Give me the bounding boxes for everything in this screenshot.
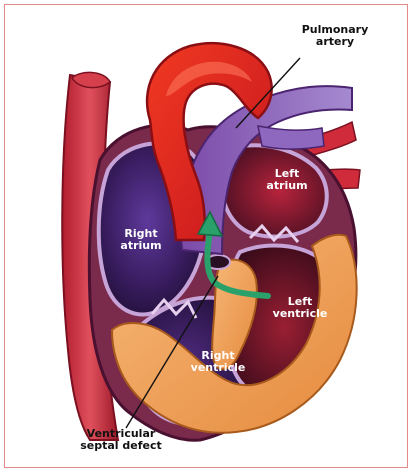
label-right-ventricle: Right ventricle — [178, 350, 258, 374]
label-pulmonary-artery: Pulmonary artery — [290, 24, 380, 48]
pulmonary-artery-branch — [258, 126, 324, 149]
label-left-atrium: Left atrium — [252, 168, 322, 192]
label-ventricular-septal-defect: Ventricular septal defect — [66, 428, 176, 452]
label-right-atrium: Right atrium — [106, 228, 176, 252]
label-left-ventricle: Left ventricle — [260, 296, 340, 320]
